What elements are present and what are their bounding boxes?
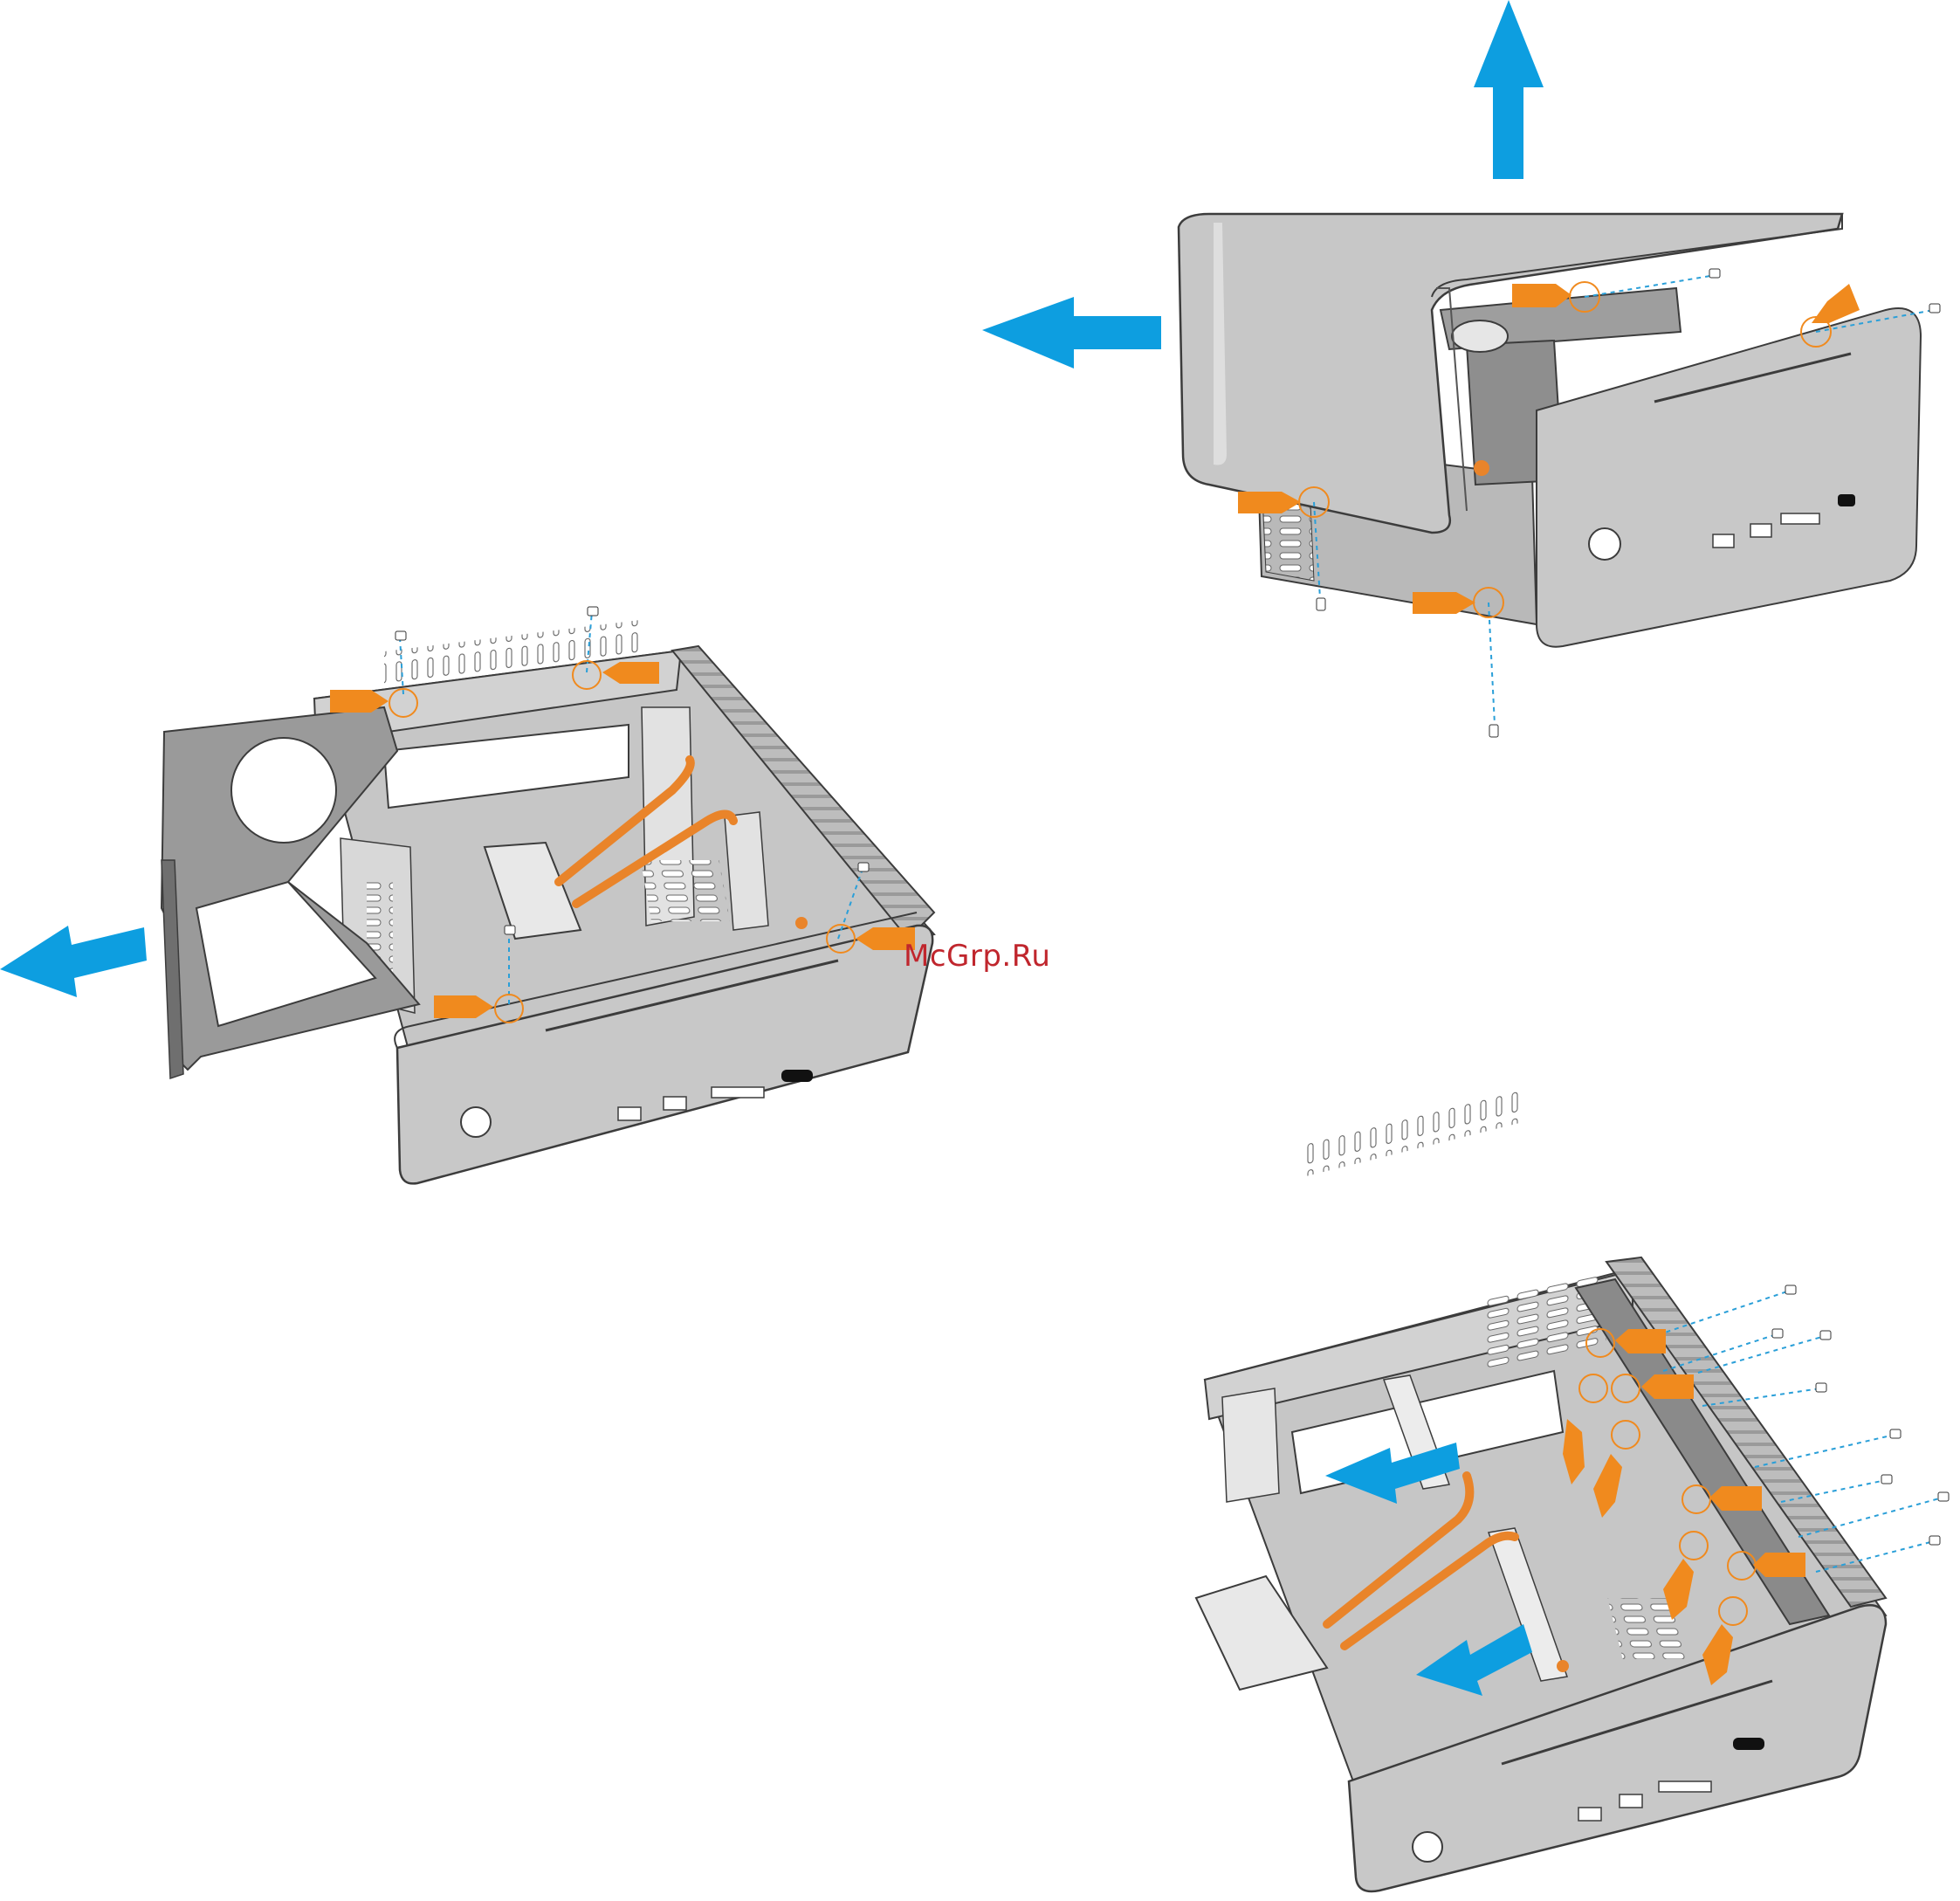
screw-icon <box>505 926 515 934</box>
direction-arrow-icon <box>982 297 1161 368</box>
power-button <box>1413 1832 1442 1862</box>
screw-icon <box>1881 1475 1892 1484</box>
screw-icon <box>395 631 406 640</box>
screw-icon <box>858 863 869 871</box>
screw-icon <box>588 607 598 616</box>
power-button <box>461 1107 491 1137</box>
screw-icon <box>1489 725 1498 737</box>
step-1-remove-cover <box>982 0 1940 737</box>
watermark-text: McGrp.Ru <box>904 939 1050 974</box>
direction-arrow-icon <box>0 926 147 997</box>
step-3-remove-heatsink-panel <box>1196 1088 1949 1891</box>
screw-icon <box>1929 304 1940 313</box>
orange-pointer-icon <box>1812 284 1860 323</box>
screw-icon <box>1816 1383 1826 1392</box>
step-2-remove-bracket <box>0 607 934 1183</box>
direction-arrow-icon <box>1474 0 1544 179</box>
front-panel-1 <box>1537 308 1921 647</box>
power-button <box>1589 528 1620 560</box>
screw-icon <box>1709 269 1720 278</box>
screw-icon <box>1929 1536 1940 1545</box>
screw-icon <box>1772 1329 1783 1338</box>
screw-icon <box>1317 598 1325 610</box>
screw-icon <box>1938 1492 1949 1501</box>
screw-icon <box>1785 1285 1796 1294</box>
screw-icon <box>1820 1331 1831 1340</box>
screw-icon <box>1890 1429 1901 1438</box>
